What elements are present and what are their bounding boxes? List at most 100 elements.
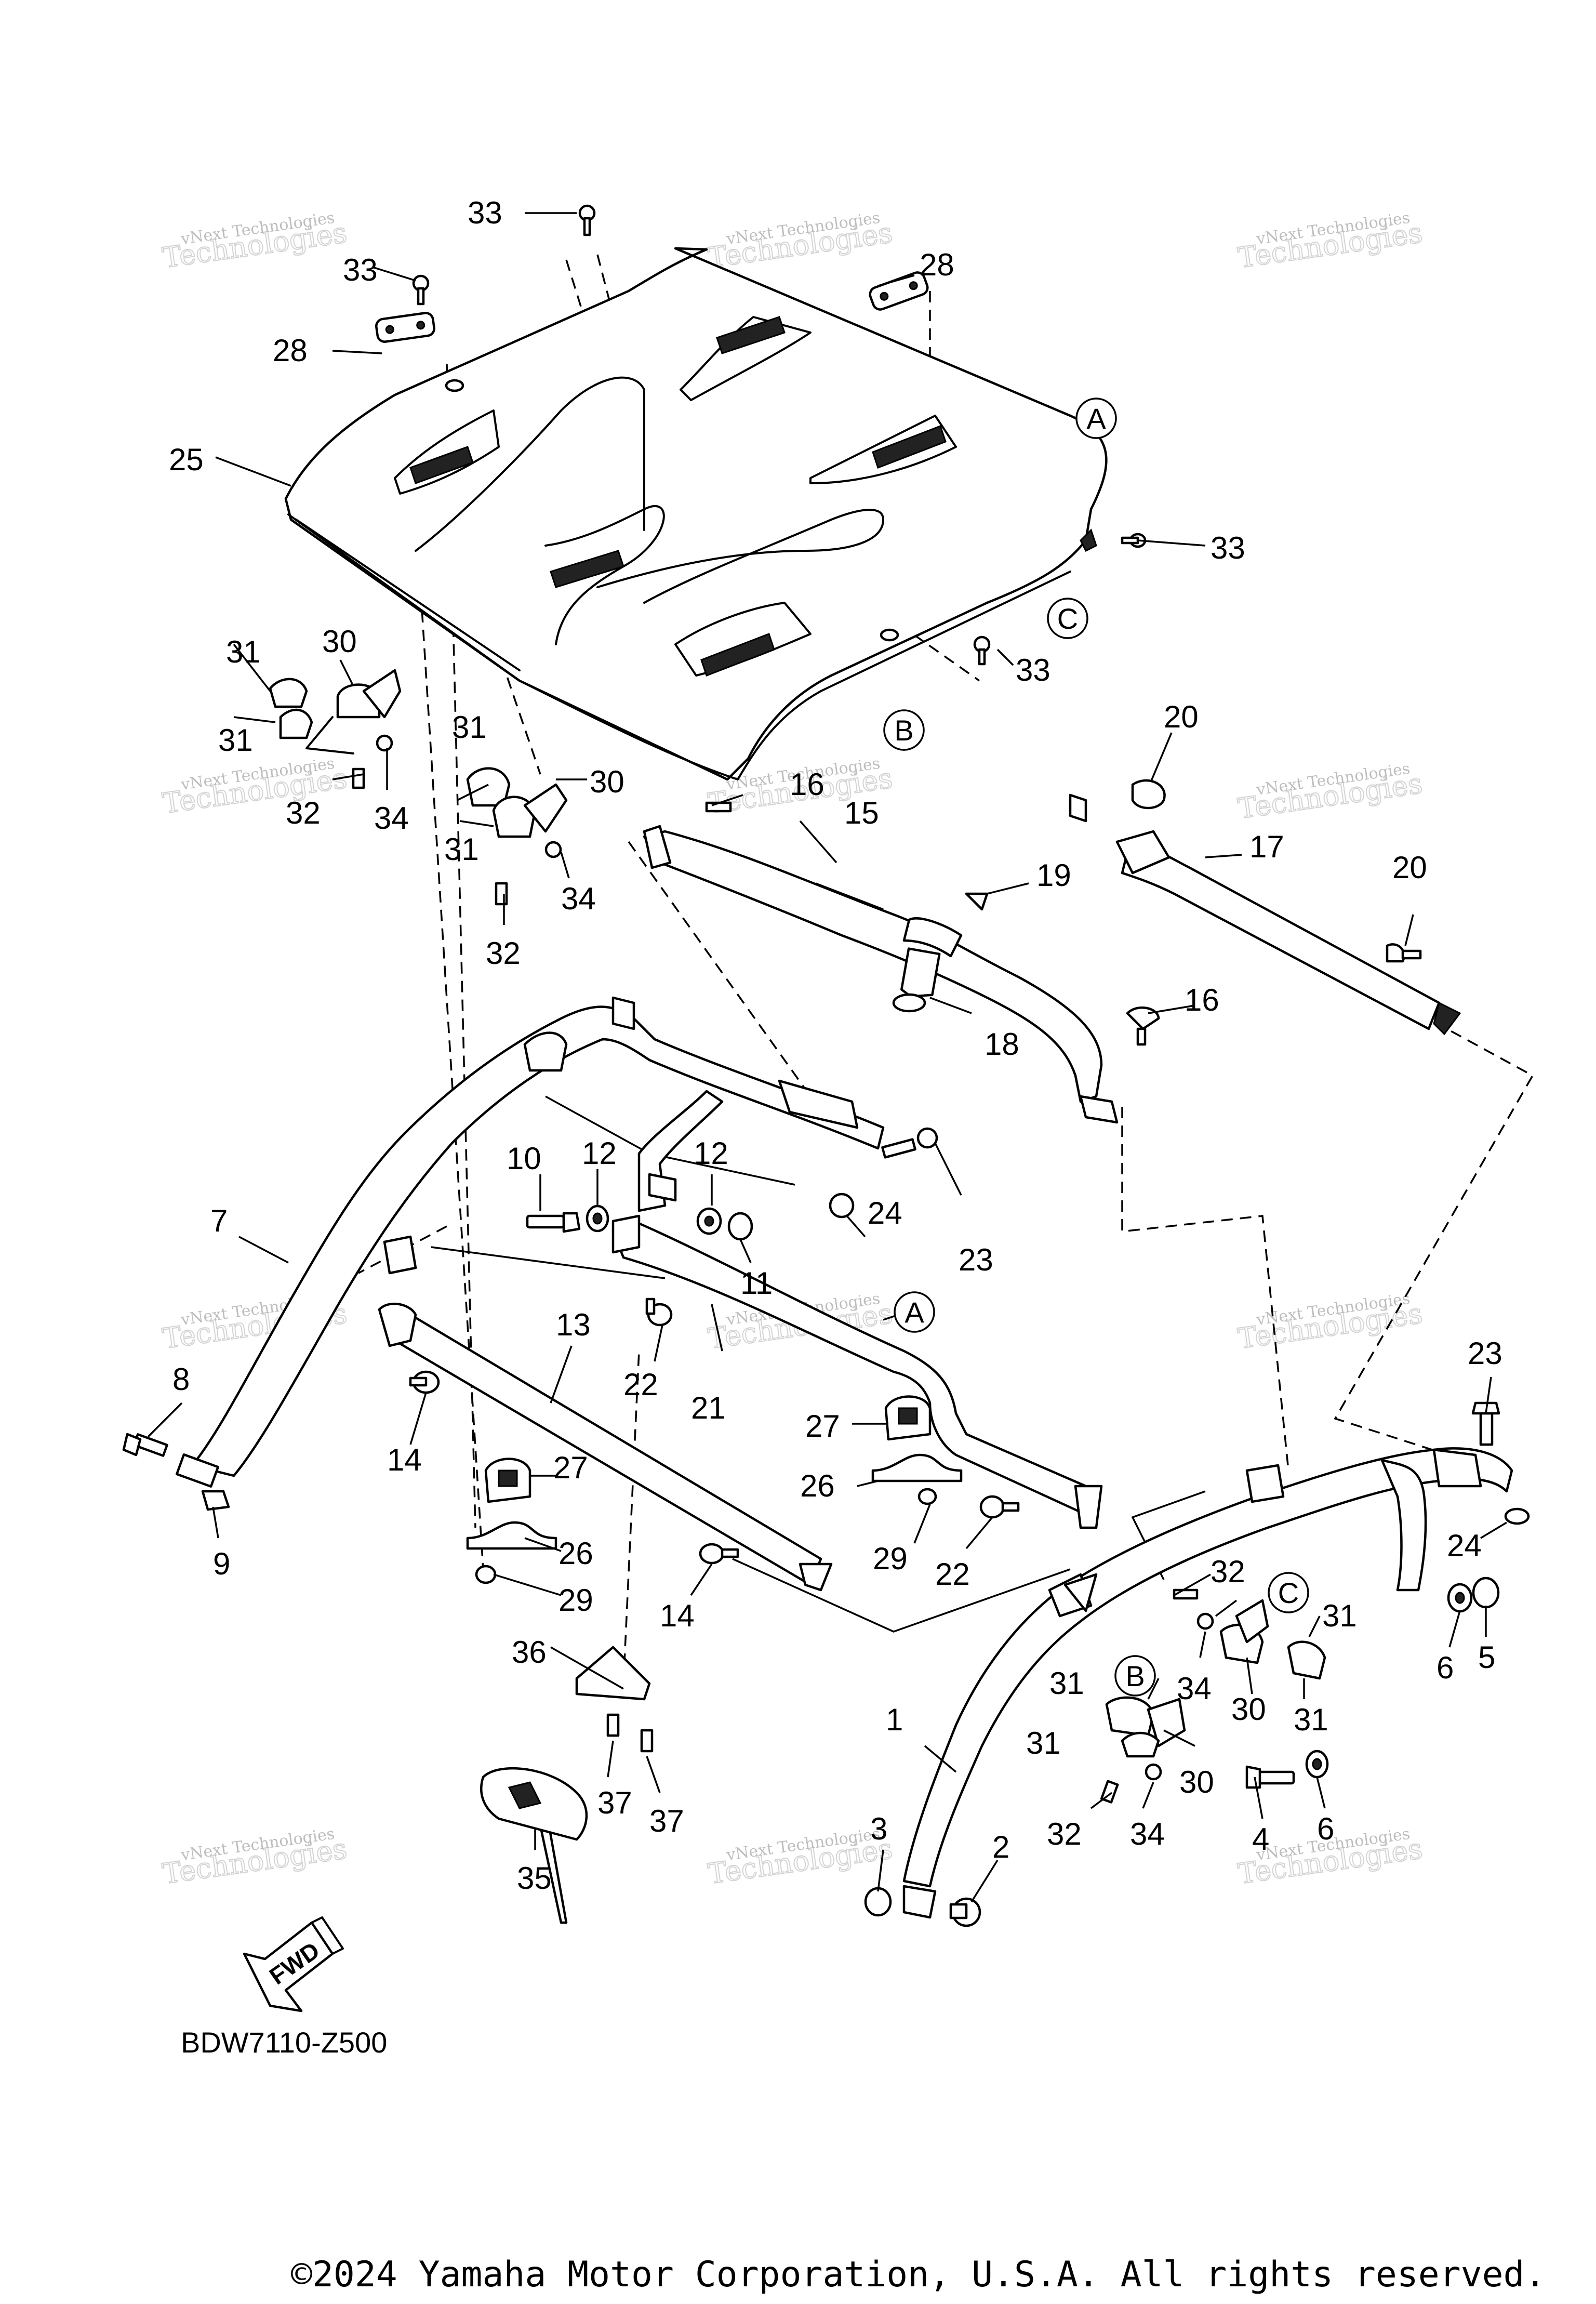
callout-22: 22: [623, 1367, 658, 1402]
callout-30: 30: [1231, 1692, 1266, 1727]
watermark: Technologies vNext Technologies: [160, 754, 350, 820]
pad-28-left: [375, 312, 435, 343]
callout-26: 26: [558, 1536, 593, 1571]
callout-23: 23: [1468, 1336, 1502, 1371]
callout-5: 5: [1478, 1640, 1495, 1675]
bolts-upper: [892, 779, 1422, 1046]
ref-marker-B: B: [1114, 1655, 1156, 1697]
svg-text:C: C: [1278, 1577, 1299, 1609]
svg-text:B: B: [894, 714, 913, 747]
callout-14: 14: [387, 1442, 422, 1477]
callout-33: 33: [343, 253, 378, 287]
clamp-group-upper-left: [269, 669, 402, 789]
callout-16: 16: [790, 767, 824, 802]
watermark: Technologies vNext Technologies: [160, 1825, 350, 1891]
callout-31: 31: [226, 634, 261, 669]
fwd-arrow-icon: FWD: [243, 1916, 344, 2012]
front-frame-1: [902, 1447, 1513, 1919]
callout-31: 31: [218, 723, 253, 758]
callout-25: 25: [169, 442, 204, 477]
callout-7: 7: [210, 1203, 228, 1238]
watermark: Technologies vNext Technologies: [706, 1825, 895, 1891]
rear-frame-7: [176, 996, 885, 1488]
callout-17: 17: [1249, 829, 1284, 864]
ref-marker-A: A: [1075, 398, 1117, 439]
ref-marker-C: C: [1268, 1572, 1309, 1613]
callout-31: 31: [1026, 1726, 1061, 1760]
crossbar-15: [643, 801, 1119, 1124]
callout-27: 27: [553, 1450, 588, 1485]
callout-21: 21: [691, 1391, 726, 1425]
callout-labels: 1 2 3 4 5 6 6 7 8 9 10 11 12 12 13 14 14…: [169, 195, 1502, 1896]
callout-12: 12: [582, 1136, 617, 1171]
mirror-assembly: [480, 1646, 654, 1924]
callout-35: 35: [517, 1861, 552, 1896]
reference-markers: A A B B C C: [883, 398, 1309, 1697]
watermark: Technologies vNext Technologies: [1235, 209, 1425, 275]
callout-34: 34: [561, 881, 596, 916]
callout-32: 32: [1047, 1817, 1082, 1851]
callout-36: 36: [512, 1635, 547, 1670]
callout-31: 31: [452, 710, 487, 745]
callout-22: 22: [935, 1557, 970, 1592]
svg-text:B: B: [1125, 1660, 1145, 1692]
callout-28: 28: [920, 247, 954, 282]
callout-18: 18: [985, 1027, 1019, 1062]
callout-33: 33: [1016, 653, 1050, 687]
svg-text:C: C: [1057, 602, 1078, 635]
callout-24: 24: [1447, 1528, 1482, 1563]
watermark: Technologies vNext Technologies: [1235, 1290, 1425, 1356]
fasteners-mid: [526, 1127, 938, 1241]
callout-37: 37: [597, 1785, 632, 1820]
callout-1: 1: [886, 1702, 903, 1737]
clamp-26-27-right: [871, 1395, 963, 1505]
callout-37: 37: [649, 1804, 684, 1838]
callout-4: 4: [1252, 1822, 1269, 1857]
svg-text:A: A: [905, 1296, 924, 1329]
callout-11: 11: [740, 1266, 773, 1301]
callout-26: 26: [800, 1468, 835, 1503]
callout-32: 32: [286, 796, 321, 830]
callout-2: 2: [992, 1830, 1009, 1864]
callout-12: 12: [694, 1136, 728, 1171]
callout-14: 14: [660, 1598, 695, 1633]
watermark: Technologies vNext Technologies: [1235, 760, 1425, 826]
top-cover: [284, 247, 1108, 781]
callout-3: 3: [870, 1811, 887, 1846]
callout-31: 31: [444, 832, 479, 867]
callout-30: 30: [1179, 1765, 1214, 1799]
callout-32: 32: [1211, 1554, 1245, 1589]
callout-19: 19: [1036, 858, 1071, 893]
callout-6: 6: [1317, 1811, 1334, 1846]
callout-15: 15: [844, 796, 879, 830]
copyright-notice: ©2024 Yamaha Motor Corporation, U.S.A. A…: [291, 2254, 1546, 2295]
callout-31: 31: [1322, 1598, 1357, 1633]
callout-33: 33: [468, 195, 502, 230]
diagram-code: BDW7110-Z500: [181, 2026, 388, 2059]
leader-lines: [147, 212, 1507, 1902]
watermark: Technologies vNext Technologies: [706, 209, 895, 275]
callout-30: 30: [322, 624, 357, 659]
clamp-group-upper-mid: [466, 767, 568, 906]
callout-24: 24: [868, 1196, 902, 1230]
ref-marker-A: A: [894, 1291, 935, 1333]
callout-10: 10: [507, 1141, 541, 1176]
callout-20: 20: [1164, 699, 1199, 734]
callout-6: 6: [1437, 1650, 1454, 1685]
callout-32: 32: [486, 936, 521, 971]
callout-27: 27: [805, 1409, 840, 1444]
callout-20: 20: [1392, 850, 1427, 885]
callout-34: 34: [374, 801, 409, 836]
callout-28: 28: [273, 333, 308, 368]
crossbar-21: [611, 1214, 1103, 1529]
watermark: Technologies vNext Technologies: [160, 209, 350, 275]
fasteners-left: [122, 1297, 1020, 1565]
callout-8: 8: [172, 1362, 190, 1397]
svg-text:A: A: [1086, 402, 1106, 435]
ref-marker-C: C: [1047, 598, 1088, 639]
callout-31: 31: [1294, 1702, 1328, 1737]
callout-29: 29: [558, 1583, 593, 1618]
callout-34: 34: [1177, 1671, 1212, 1706]
callout-34: 34: [1130, 1817, 1165, 1851]
